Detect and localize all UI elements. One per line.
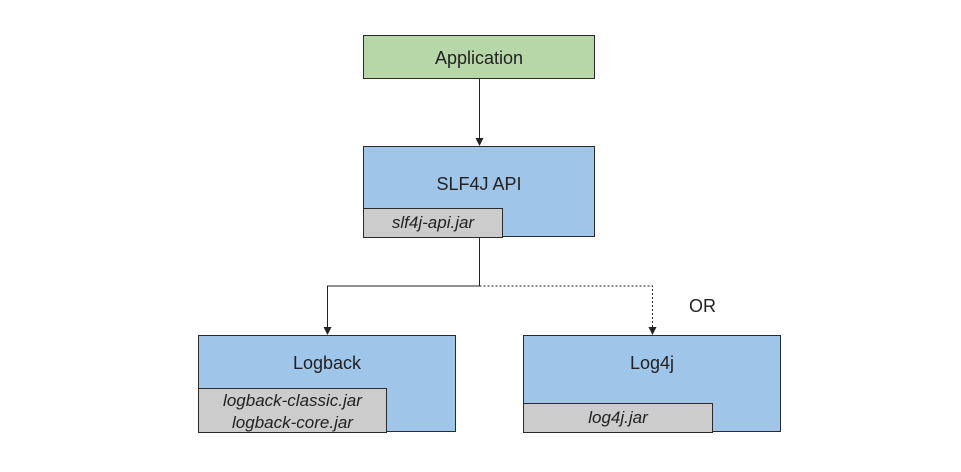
log4j-jar-box: log4j.jar [523, 403, 713, 433]
or-label: OR [689, 296, 716, 316]
log4j-label: Log4j [629, 353, 675, 373]
logback-core-jar-label: logback-core.jar [232, 413, 353, 432]
logback-label: Logback [292, 353, 362, 373]
slf4j-api-box: SLF4J API slf4j-api.jar [363, 146, 595, 238]
application-label: Application [434, 48, 524, 68]
log4j-box: Log4j log4j.jar [523, 335, 781, 433]
slf4j-api-jar-label: slf4j-api.jar [391, 213, 475, 232]
logback-classic-jar-label: logback-classic.jar [223, 391, 362, 410]
application-box: Application [363, 35, 595, 79]
arrow-slf4j-to-logback [323, 237, 480, 335]
slf4j-jar-box: slf4j-api.jar [363, 208, 503, 238]
logback-jar-box: logback-classic.jar logback-core.jar [198, 388, 387, 433]
logback-box: Logback logback-classic.jar logback-core… [198, 335, 456, 433]
log4j-jar-label: log4j.jar [588, 408, 648, 427]
arrow-slf4j-to-log4j-dotted [479, 285, 657, 335]
slf4j-api-label: SLF4J API [436, 174, 522, 194]
